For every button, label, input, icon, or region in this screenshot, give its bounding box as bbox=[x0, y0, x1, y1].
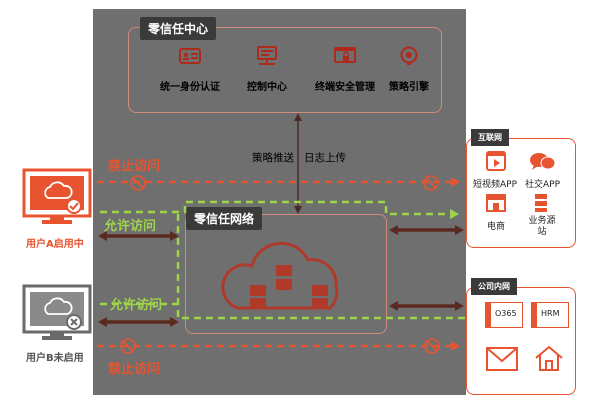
o365-icon bbox=[486, 303, 491, 327]
sync-arrow-up bbox=[294, 113, 302, 121]
policy-push-label: 策略推送 bbox=[252, 152, 294, 164]
user-b-terminal[interactable] bbox=[20, 282, 94, 350]
control-panel-icon bbox=[257, 46, 277, 65]
intranet-title: 公司内网 bbox=[471, 278, 517, 295]
zero-trust-panel bbox=[93, 9, 466, 395]
forbid-top-right-icon bbox=[423, 175, 439, 191]
internet-title: 互联网 bbox=[471, 129, 509, 146]
id-card-icon bbox=[179, 48, 201, 64]
app-label: 社交APP bbox=[525, 180, 561, 190]
forbid-top-arrowhead bbox=[451, 177, 460, 187]
app-short-video[interactable] bbox=[485, 151, 507, 175]
tool-label: 控制中心 bbox=[247, 82, 287, 93]
hrm-icon bbox=[532, 303, 537, 327]
zero-trust-network-box bbox=[185, 214, 387, 334]
forbid-top-left-icon bbox=[130, 175, 146, 191]
shop-icon bbox=[486, 194, 506, 212]
app-origin-server[interactable] bbox=[533, 193, 549, 217]
video-app-icon bbox=[486, 151, 506, 171]
zero-trust-center-title: 零信任中心 bbox=[140, 17, 217, 40]
internet-box: 短视频APP 社交APP 电商 业务源站 bbox=[466, 138, 576, 248]
app-label: 电商 bbox=[487, 222, 506, 232]
sync-arrow-down bbox=[294, 206, 302, 214]
app-shop[interactable] bbox=[485, 193, 507, 217]
app-mail[interactable] bbox=[485, 346, 519, 376]
log-upload-label: 日志上传 bbox=[304, 152, 346, 164]
app-home[interactable] bbox=[533, 344, 565, 376]
intranet-box: O365 HRM bbox=[466, 287, 576, 395]
allow-internet-arrowhead bbox=[450, 209, 459, 219]
app-social[interactable] bbox=[529, 151, 557, 175]
tool-label: 策略引擎 bbox=[389, 82, 429, 93]
mail-icon bbox=[486, 347, 518, 371]
forbid-access-label-top: 禁止访问 bbox=[108, 159, 161, 174]
terminal-lock-icon bbox=[334, 47, 356, 63]
tool-label: 终端安全管理 bbox=[315, 82, 375, 93]
zero-trust-network-title: 零信任网络 bbox=[186, 207, 263, 230]
forbid-bottom-arrowhead bbox=[451, 341, 460, 351]
forbid-access-label-bottom: 禁止访问 bbox=[108, 362, 161, 377]
policy-engine-icon bbox=[400, 46, 418, 65]
monitor-check-icon bbox=[22, 168, 92, 224]
tool-terminal-security[interactable]: 终端安全管理 bbox=[305, 46, 385, 93]
allow-internet-path bbox=[100, 200, 450, 216]
forbid-bottom-right-icon bbox=[424, 338, 440, 354]
zero-trust-center-box: 统一身份认证 控制中心 终端安全管理 策略引擎 bbox=[128, 27, 442, 113]
user-b-label: 用户B未启用 bbox=[26, 353, 84, 364]
app-label: O365 bbox=[495, 309, 517, 318]
tool-label: 统一身份认证 bbox=[160, 82, 220, 93]
app-label: HRM bbox=[541, 309, 560, 318]
app-label: 短视频APP bbox=[473, 180, 518, 190]
app-hrm[interactable]: HRM bbox=[531, 302, 569, 328]
user-a-terminal[interactable] bbox=[20, 166, 94, 234]
tool-policy-engine[interactable]: 策略引擎 bbox=[383, 46, 435, 93]
server-icon bbox=[535, 194, 547, 212]
home-icon bbox=[535, 345, 563, 371]
allow-access-label-a: 允许访问 bbox=[104, 219, 157, 234]
cloud-server-icon bbox=[221, 241, 339, 310]
chat-app-icon bbox=[530, 153, 556, 170]
tool-control-center[interactable]: 控制中心 bbox=[235, 46, 299, 93]
monitor-x-icon bbox=[22, 284, 92, 340]
app-label: 业务源站 bbox=[528, 216, 556, 237]
forbid-bottom-left-icon bbox=[120, 338, 136, 354]
tool-identity[interactable]: 统一身份认证 bbox=[149, 46, 231, 93]
allow-access-label-b: 允许访问 bbox=[110, 298, 163, 313]
app-o365[interactable]: O365 bbox=[485, 302, 523, 328]
user-a-label: 用户A启用中 bbox=[26, 239, 84, 250]
